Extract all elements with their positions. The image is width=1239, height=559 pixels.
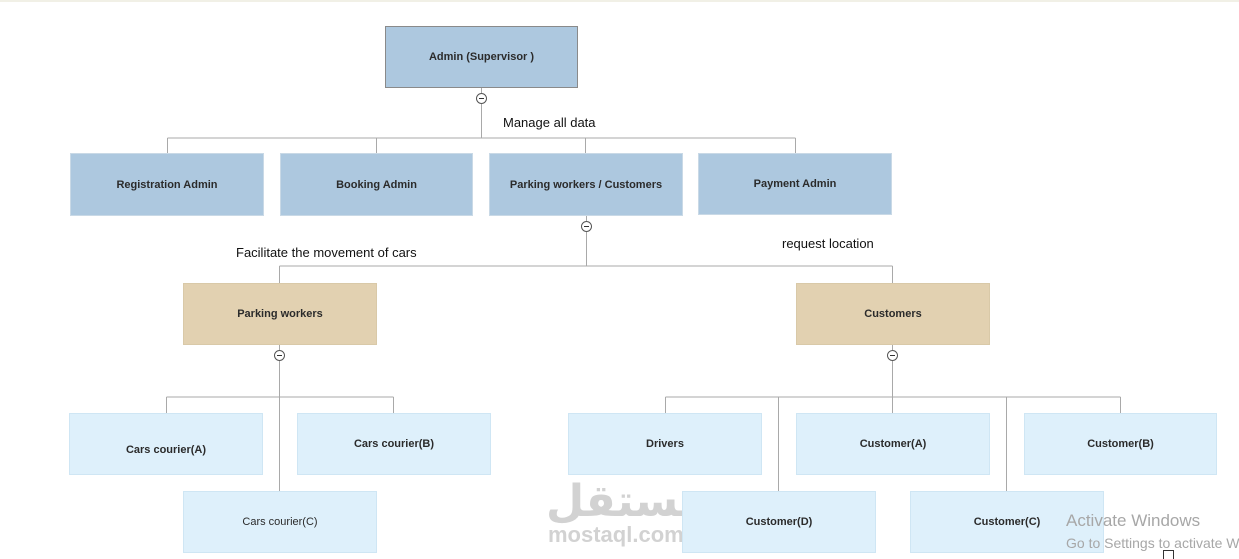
- activate-windows-subtitle: Go to Settings to activate Windows.: [1066, 535, 1239, 551]
- parking-workers-customers-node[interactable]: Parking workers / Customers: [489, 153, 683, 216]
- node-label: Customer(D): [745, 516, 813, 528]
- activate-windows-title: Activate Windows: [1066, 511, 1201, 530]
- node-label: Cars courier(A): [125, 444, 207, 456]
- mostaql-watermark-arabic: مستقل: [546, 477, 708, 526]
- top-border: [0, 0, 1239, 2]
- admin-supervisor-node[interactable]: Admin (Supervisor ): [385, 26, 578, 88]
- collapse-toggle-icon[interactable]: [581, 221, 592, 232]
- collapse-toggle-icon[interactable]: [274, 350, 285, 361]
- edge-label-manage: Manage all data: [503, 115, 596, 130]
- customer-b-node[interactable]: Customer(B): [1024, 413, 1217, 475]
- collapse-toggle-icon[interactable]: [887, 350, 898, 361]
- node-label: Admin (Supervisor ): [428, 51, 535, 63]
- customers-node[interactable]: Customers: [796, 283, 990, 345]
- node-label: Registration Admin: [116, 178, 218, 191]
- payment-admin-node[interactable]: Payment Admin: [698, 153, 892, 215]
- node-label: Parking workers: [237, 308, 323, 320]
- edge-label-request: request location: [782, 236, 874, 251]
- node-label: Booking Admin: [336, 178, 417, 191]
- parking-workers-node[interactable]: Parking workers: [183, 283, 377, 345]
- customer-a-node[interactable]: Customer(A): [796, 413, 990, 475]
- cars-courier-c-node[interactable]: Cars courier(C): [183, 491, 377, 553]
- node-label: Parking workers / Customers: [509, 178, 663, 191]
- node-label: Cars courier(B): [353, 438, 435, 450]
- customer-c-node[interactable]: Customer(C): [910, 491, 1104, 553]
- booking-admin-node[interactable]: Booking Admin: [280, 153, 473, 216]
- node-label: Customers: [864, 308, 922, 320]
- node-label: Payment Admin: [753, 178, 837, 190]
- window-corner-icon: [1163, 550, 1174, 559]
- cars-courier-b-node[interactable]: Cars courier(B): [297, 413, 491, 475]
- node-label: Customer(C): [973, 516, 1041, 528]
- registration-admin-node[interactable]: Registration Admin: [70, 153, 264, 216]
- customer-d-node[interactable]: Customer(D): [682, 491, 876, 553]
- node-label: Cars courier(C): [242, 516, 318, 528]
- cars-courier-a-node[interactable]: Cars courier(A): [69, 413, 263, 475]
- node-label: Customer(B): [1087, 438, 1154, 450]
- node-label: Drivers: [646, 438, 684, 450]
- drivers-node[interactable]: Drivers: [568, 413, 762, 475]
- edge-label-facilitate: Facilitate the movement of cars: [236, 245, 417, 260]
- node-label: Customer(A): [859, 438, 927, 450]
- mostaql-watermark-latin: mostaql.com: [548, 522, 684, 547]
- collapse-toggle-icon[interactable]: [476, 93, 487, 104]
